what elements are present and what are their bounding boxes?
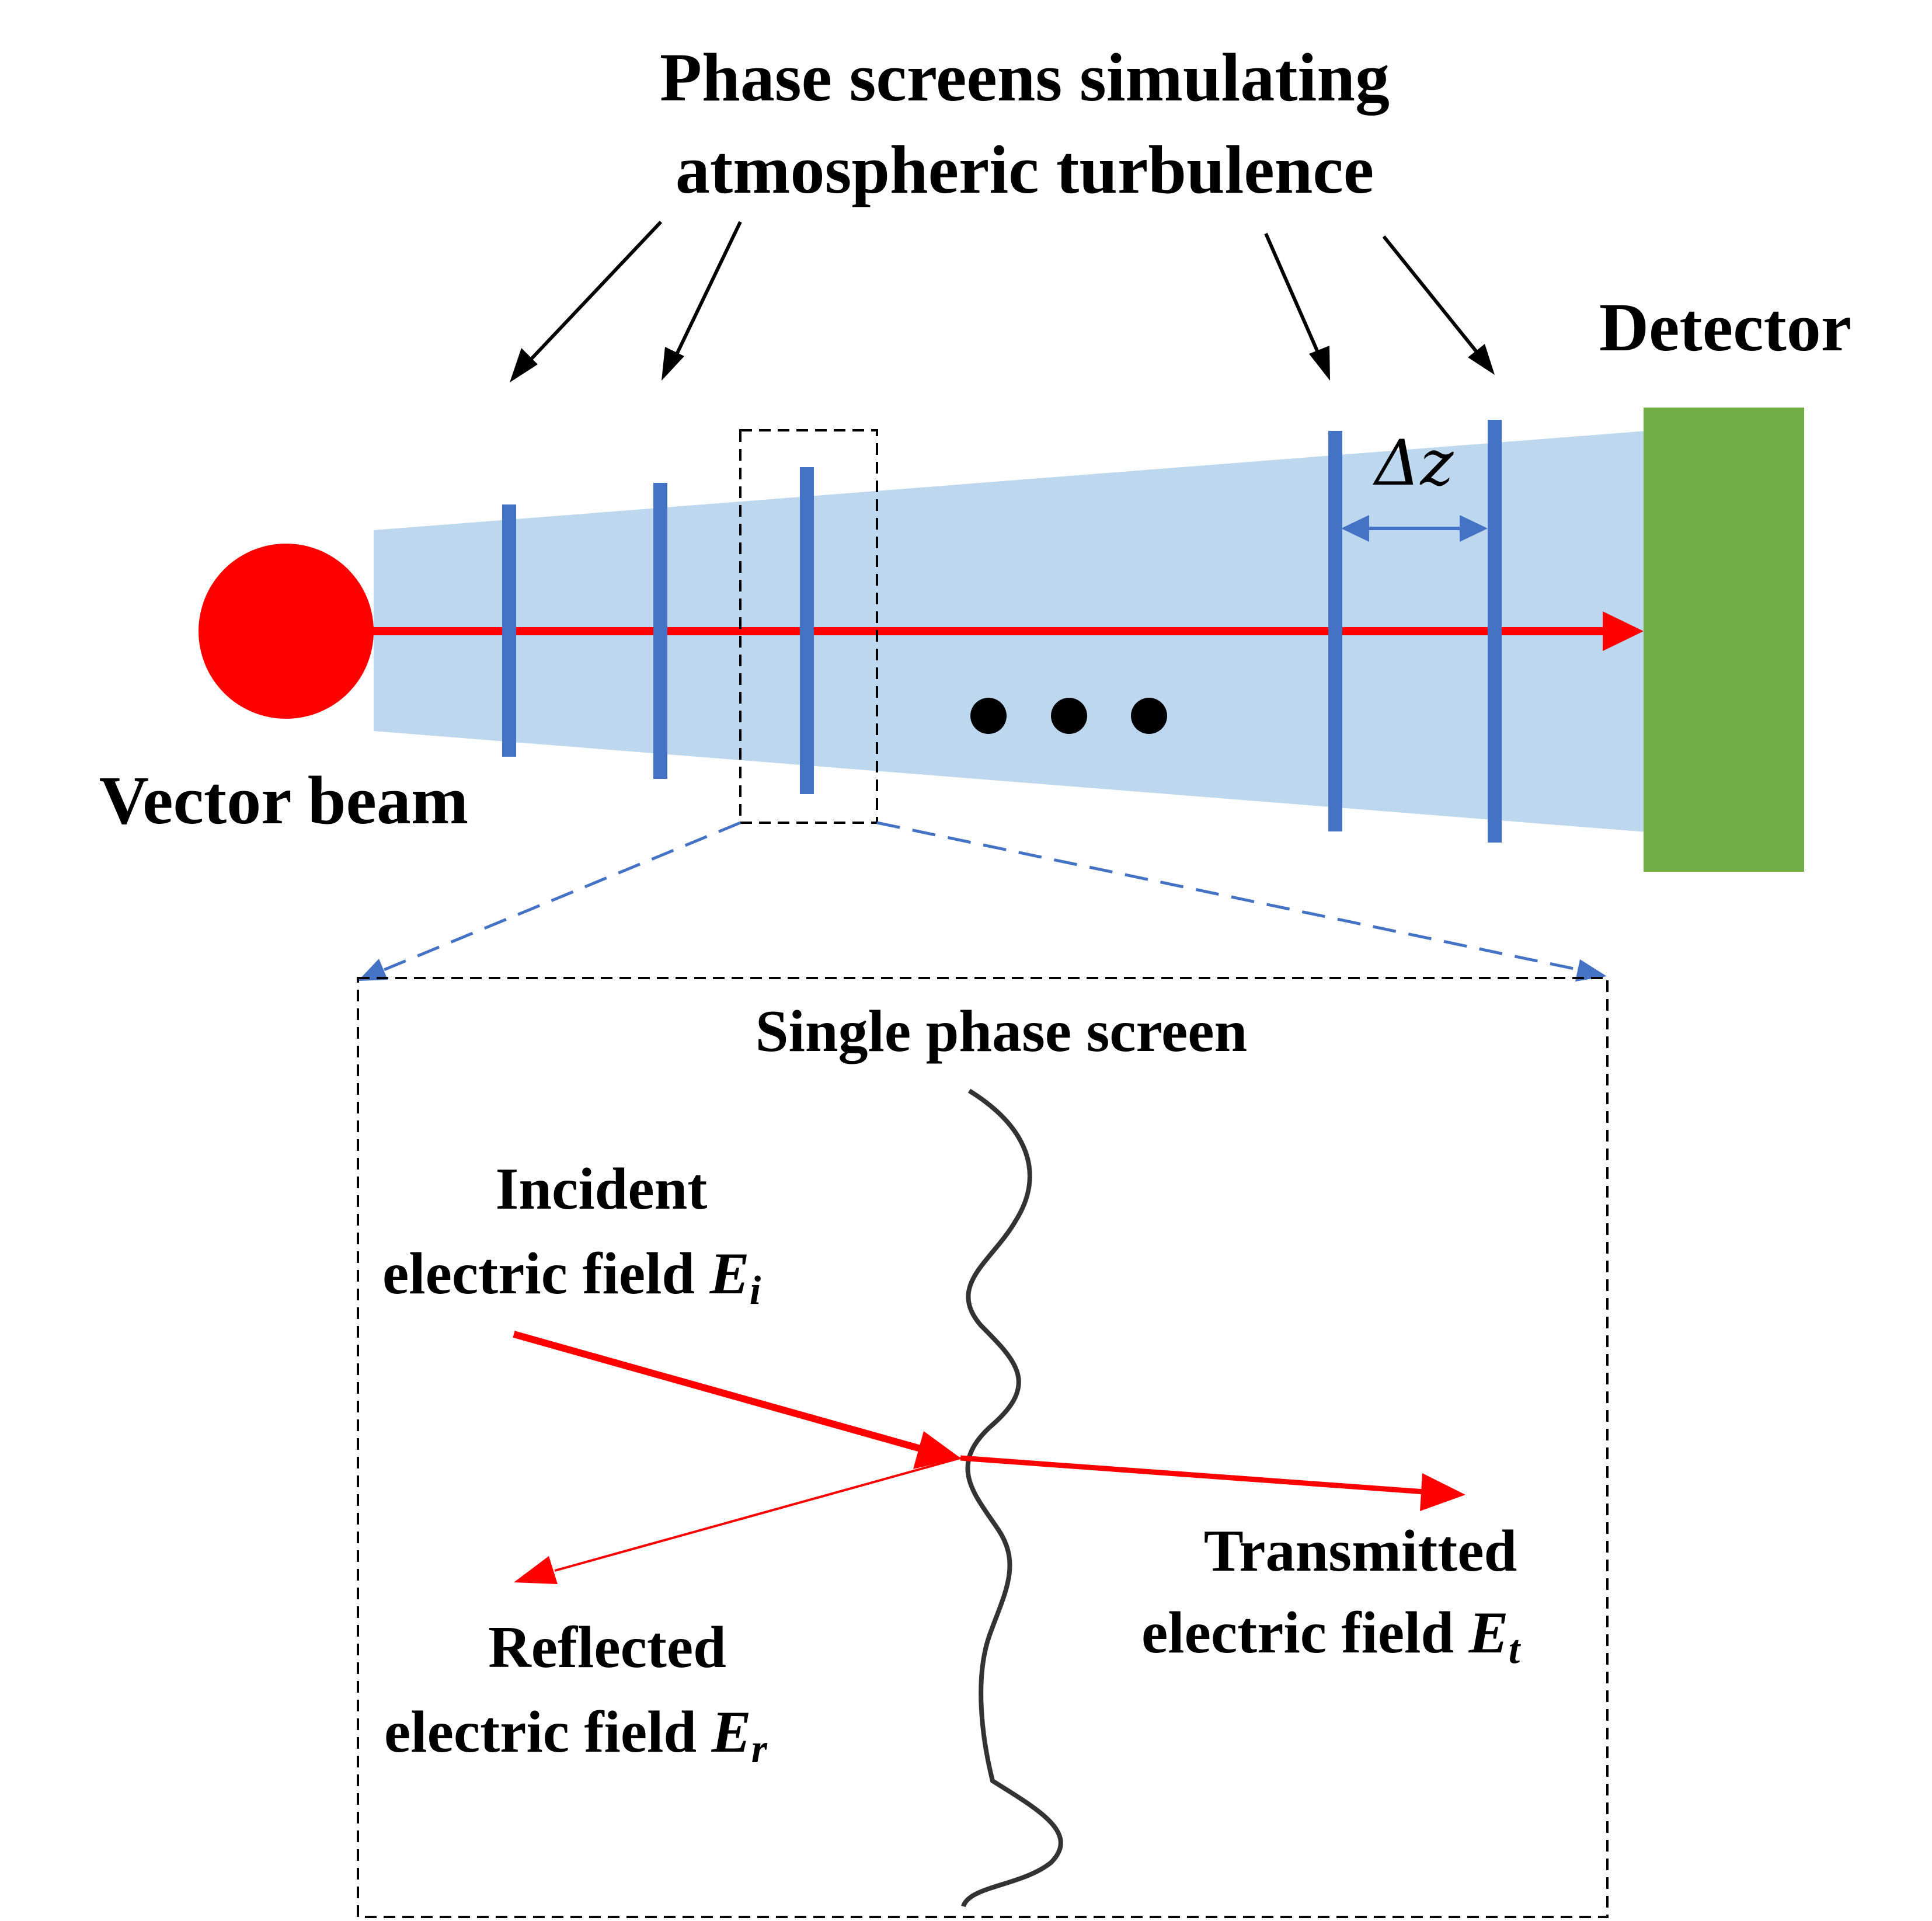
incident-label-line-1: Incident: [496, 1156, 708, 1222]
pointer-arrow-4: [1382, 235, 1482, 357]
phase-screen-5: [1488, 420, 1502, 843]
pointer-arrow-1: [527, 220, 663, 364]
incident-subscript: i: [750, 1268, 761, 1313]
ellipsis-dot-2: [1051, 698, 1087, 734]
zoom-arrowhead-right: [1575, 959, 1607, 982]
transmitted-label-line-1: Transmitted: [1204, 1518, 1517, 1584]
zoom-line-left: [382, 821, 741, 972]
incident-ray: [513, 1331, 924, 1453]
incident-label-prefix: electric field: [382, 1241, 710, 1307]
pointer-arrow-3: [1264, 232, 1321, 357]
inset-box: [357, 977, 1609, 1918]
reflected-ray-arrowhead: [514, 1556, 558, 1584]
pointer-arrowhead-2: [662, 347, 684, 381]
transmitted-subscript: t: [1509, 1627, 1522, 1672]
transmitted-label-line-2: electric field Et: [1141, 1600, 1522, 1672]
zoom-lines: [382, 821, 1583, 972]
detector-label: Detector: [1599, 289, 1851, 366]
pointer-arrowhead-1: [510, 348, 538, 382]
phase-screen-1: [502, 504, 516, 757]
pointer-arrowhead-3: [1309, 346, 1330, 381]
title-line-1: Phase screens simulating: [660, 39, 1390, 116]
phase-screen-4: [1328, 431, 1342, 831]
phase-screen-2: [653, 483, 667, 779]
selection-box: [739, 429, 878, 824]
reflected-label-prefix: electric field: [384, 1699, 712, 1765]
detector: [1644, 408, 1804, 872]
delta-z-label: Δz: [1373, 427, 1454, 500]
vector-beam-source: [199, 544, 374, 719]
pointer-arrows: [510, 220, 1495, 382]
reflected-symbol: E: [711, 1699, 751, 1765]
transmitted-symbol: E: [1468, 1600, 1509, 1666]
reflected-label-line-1: Reflected: [488, 1614, 726, 1680]
title-line-2: atmospheric turbulence: [676, 131, 1374, 208]
reflected-subscript: r: [751, 1727, 768, 1772]
transmitted-ray-arrowhead: [1420, 1473, 1465, 1511]
incident-ray-arrowhead: [913, 1431, 960, 1469]
phase-screen-curve: [961, 1088, 1063, 1908]
pointer-arrowhead-4: [1468, 344, 1495, 375]
ellipsis-dots: [970, 698, 1167, 734]
reflected-label-line-2: electric field Er: [384, 1699, 768, 1772]
delta-z-dimension: [1341, 515, 1488, 542]
zoom-arrowhead-left: [358, 959, 388, 981]
ellipsis-dot-1: [970, 698, 1007, 734]
pointer-arrow-2: [673, 221, 742, 360]
ellipsis-dot-3: [1131, 698, 1167, 734]
transmitted-label-prefix: electric field: [1141, 1600, 1469, 1666]
transmitted-ray: [960, 1455, 1425, 1495]
incident-symbol: E: [709, 1241, 750, 1307]
vector-beam-label: Vector beam: [99, 762, 468, 838]
inset-title: Single phase screen: [756, 998, 1248, 1064]
reflected-ray: [554, 1457, 961, 1572]
delta-z-arrowhead-left: [1341, 515, 1369, 542]
phase-screens: [502, 420, 1502, 843]
beam-axis-arrowhead: [1603, 611, 1644, 651]
phase-screen-3: [800, 467, 814, 794]
incident-label-line-2: electric field Ei: [382, 1241, 761, 1313]
zoom-line-right: [876, 821, 1583, 972]
delta-z-arrowhead-right: [1460, 515, 1488, 542]
